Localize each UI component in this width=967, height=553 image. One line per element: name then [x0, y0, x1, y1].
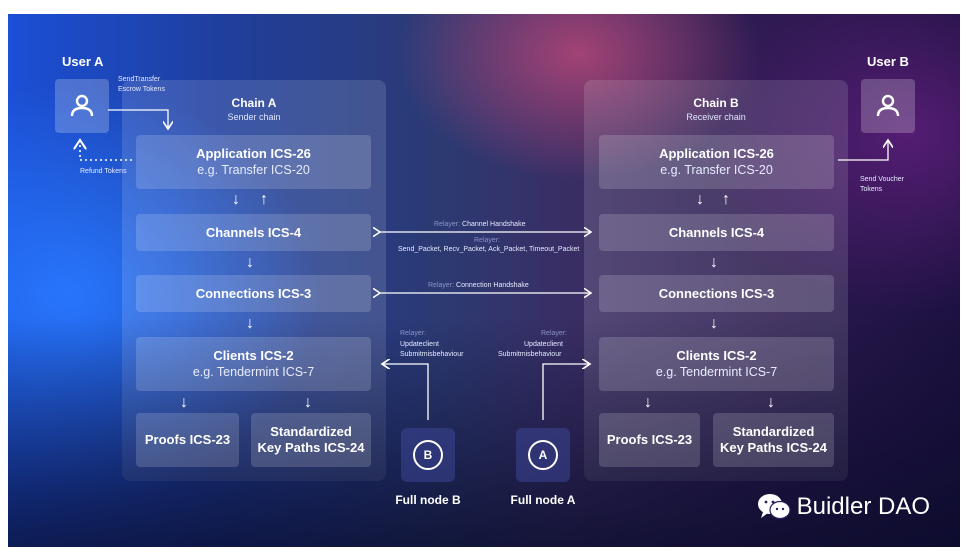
- user-a-send-note-1: SendTransfer: [118, 76, 161, 83]
- chain-a-application-box: Application ICS-26 e.g. Transfer ICS-20: [136, 135, 371, 189]
- chain-a-panel: [122, 80, 386, 481]
- chain-a-keypaths-box: Standardized Key Paths ICS-24: [251, 413, 371, 467]
- right-client-relayer: Relayer:: [541, 330, 568, 337]
- user-b-avatar: [861, 79, 915, 133]
- chain-a-connections-box: Connections ICS-3: [136, 275, 371, 312]
- full-node-b-label: Full node B: [395, 493, 461, 507]
- chain-b-application-box: Application ICS-26 e.g. Transfer ICS-20: [599, 135, 834, 189]
- chain-b-connections-title: Connections ICS-3: [658, 285, 775, 301]
- full-node-a-icon: A: [528, 440, 558, 470]
- relayer-packets-text: Send_Packet, Recv_Packet, Ack_Packet, Ti…: [398, 246, 580, 253]
- chain-b-keypaths-line1: Standardized: [732, 424, 815, 439]
- right-client-update: Updateclient: [524, 341, 563, 348]
- node-b-client-line: [382, 364, 429, 420]
- relayer-channel-note: Relayer: Channel Handshake: [434, 220, 525, 229]
- wechat-icon: [757, 494, 791, 520]
- chain-a-title: Chain A: [231, 96, 277, 110]
- left-client-misbehaviour: Submitmisbehaviour: [400, 351, 464, 358]
- full-node-b-box: B: [401, 428, 455, 482]
- user-b-send-line: [838, 140, 888, 161]
- chain-b-proofs-box: Proofs ICS-23: [599, 413, 700, 467]
- relayer-connection-note: Relayer: Connection Handshake: [428, 281, 529, 290]
- user-a-send-note-2: Escrow Tokens: [118, 86, 165, 93]
- chain-b-clients-box: Clients ICS-2 e.g. Tendermint ICS-7: [599, 337, 834, 391]
- relayer-packet-prefix: Relayer:: [474, 237, 501, 244]
- left-client-relayer: Relayer:: [400, 330, 427, 337]
- chain-a-clients-box: Clients ICS-2 e.g. Tendermint ICS-7: [136, 337, 371, 391]
- relayer-prefix: Relayer:: [434, 221, 461, 228]
- full-node-a-label: Full node A: [510, 493, 576, 507]
- arrow-icon: ↓: [246, 315, 254, 332]
- chain-b-keypaths-box: Standardized Key Paths ICS-24: [713, 413, 834, 467]
- chain-b-title: Chain B: [693, 96, 739, 110]
- chain-a-keypaths-line1: Standardized: [270, 424, 352, 439]
- connector-lines: [8, 109, 960, 420]
- left-client-update: Updateclient: [400, 341, 439, 348]
- chain-a-proofs-box: Proofs ICS-23: [136, 413, 239, 467]
- arrow-icon: ↑: [260, 191, 268, 208]
- chain-b-clients-sub: e.g. Tendermint ICS-7: [655, 365, 778, 379]
- connection-handshake-text: Connection Handshake: [456, 282, 529, 289]
- user-a-send-line: [108, 109, 168, 129]
- refund-dotted-line: [80, 140, 132, 161]
- chain-a-channels-title: Channels ICS-4: [205, 224, 302, 240]
- channel-handshake-text: Channel Handshake: [462, 221, 526, 228]
- right-client-misbehaviour: Submitmisbehaviour: [498, 351, 562, 358]
- chain-b-application-sub: e.g. Transfer ICS-20: [660, 163, 773, 177]
- chain-b-clients-title: Clients ICS-2: [676, 348, 757, 363]
- arrow-icon: ↓: [246, 254, 254, 271]
- chain-b-connections-box: Connections ICS-3: [599, 275, 834, 312]
- diagram-canvas: User A SendTransfer Escrow Tokens Refund…: [8, 14, 960, 547]
- chain-b-proofs-title: Proofs ICS-23: [606, 432, 693, 447]
- arrow-icon: ↓: [710, 254, 718, 271]
- arrow-icon: ↓: [180, 394, 188, 411]
- refund-note: Refund Tokens: [80, 168, 127, 175]
- relayer-prefix: Relayer:: [428, 282, 455, 289]
- chain-b-subtitle: Receiver chain: [686, 112, 746, 122]
- user-a-label: User A: [62, 54, 104, 69]
- node-a-client-line: [542, 364, 590, 420]
- chain-a-proofs-title: Proofs ICS-23: [144, 432, 231, 447]
- user-icon: [70, 94, 94, 117]
- chain-b-application-title: Application ICS-26: [659, 146, 774, 161]
- chain-a-connections-title: Connections ICS-3: [195, 285, 312, 301]
- brand-watermark: Buidler DAO: [757, 493, 930, 521]
- chain-a-subtitle: Sender chain: [227, 112, 281, 122]
- chain-b-channels-title: Channels ICS-4: [668, 224, 765, 240]
- user-b-send-note-1: Send Voucher: [860, 176, 904, 183]
- arrow-icon: ↓: [710, 315, 718, 332]
- user-icon: [876, 94, 900, 117]
- chain-a-channels-box: Channels ICS-4: [136, 214, 371, 251]
- chain-b-channels-box: Channels ICS-4: [599, 214, 834, 251]
- arrow-icon: ↓: [696, 191, 704, 208]
- arrow-icon: ↑: [722, 191, 730, 208]
- chain-a-clients-sub: e.g. Tendermint ICS-7: [192, 365, 315, 379]
- full-node-a-box: A: [516, 428, 570, 482]
- chain-b-panel: [584, 80, 848, 481]
- full-node-b-icon: B: [413, 440, 443, 470]
- user-b-label: User B: [867, 54, 909, 69]
- arrow-icon: ↓: [232, 191, 240, 208]
- chain-b-keypaths-line2: Key Paths ICS-24: [720, 440, 827, 455]
- chain-a-keypaths-line2: Key Paths ICS-24: [257, 440, 365, 455]
- user-a-avatar: [55, 79, 109, 133]
- arrow-icon: ↓: [304, 394, 312, 411]
- user-b-send-note-2: Tokens: [860, 186, 883, 193]
- arrow-icon: ↓: [644, 394, 652, 411]
- chain-a-application-title: Application ICS-26: [196, 146, 311, 161]
- brand-text: Buidler DAO: [796, 493, 930, 520]
- chain-a-clients-title: Clients ICS-2: [213, 348, 294, 363]
- arrow-icon: ↓: [767, 394, 775, 411]
- chain-a-application-sub: e.g. Transfer ICS-20: [197, 163, 310, 177]
